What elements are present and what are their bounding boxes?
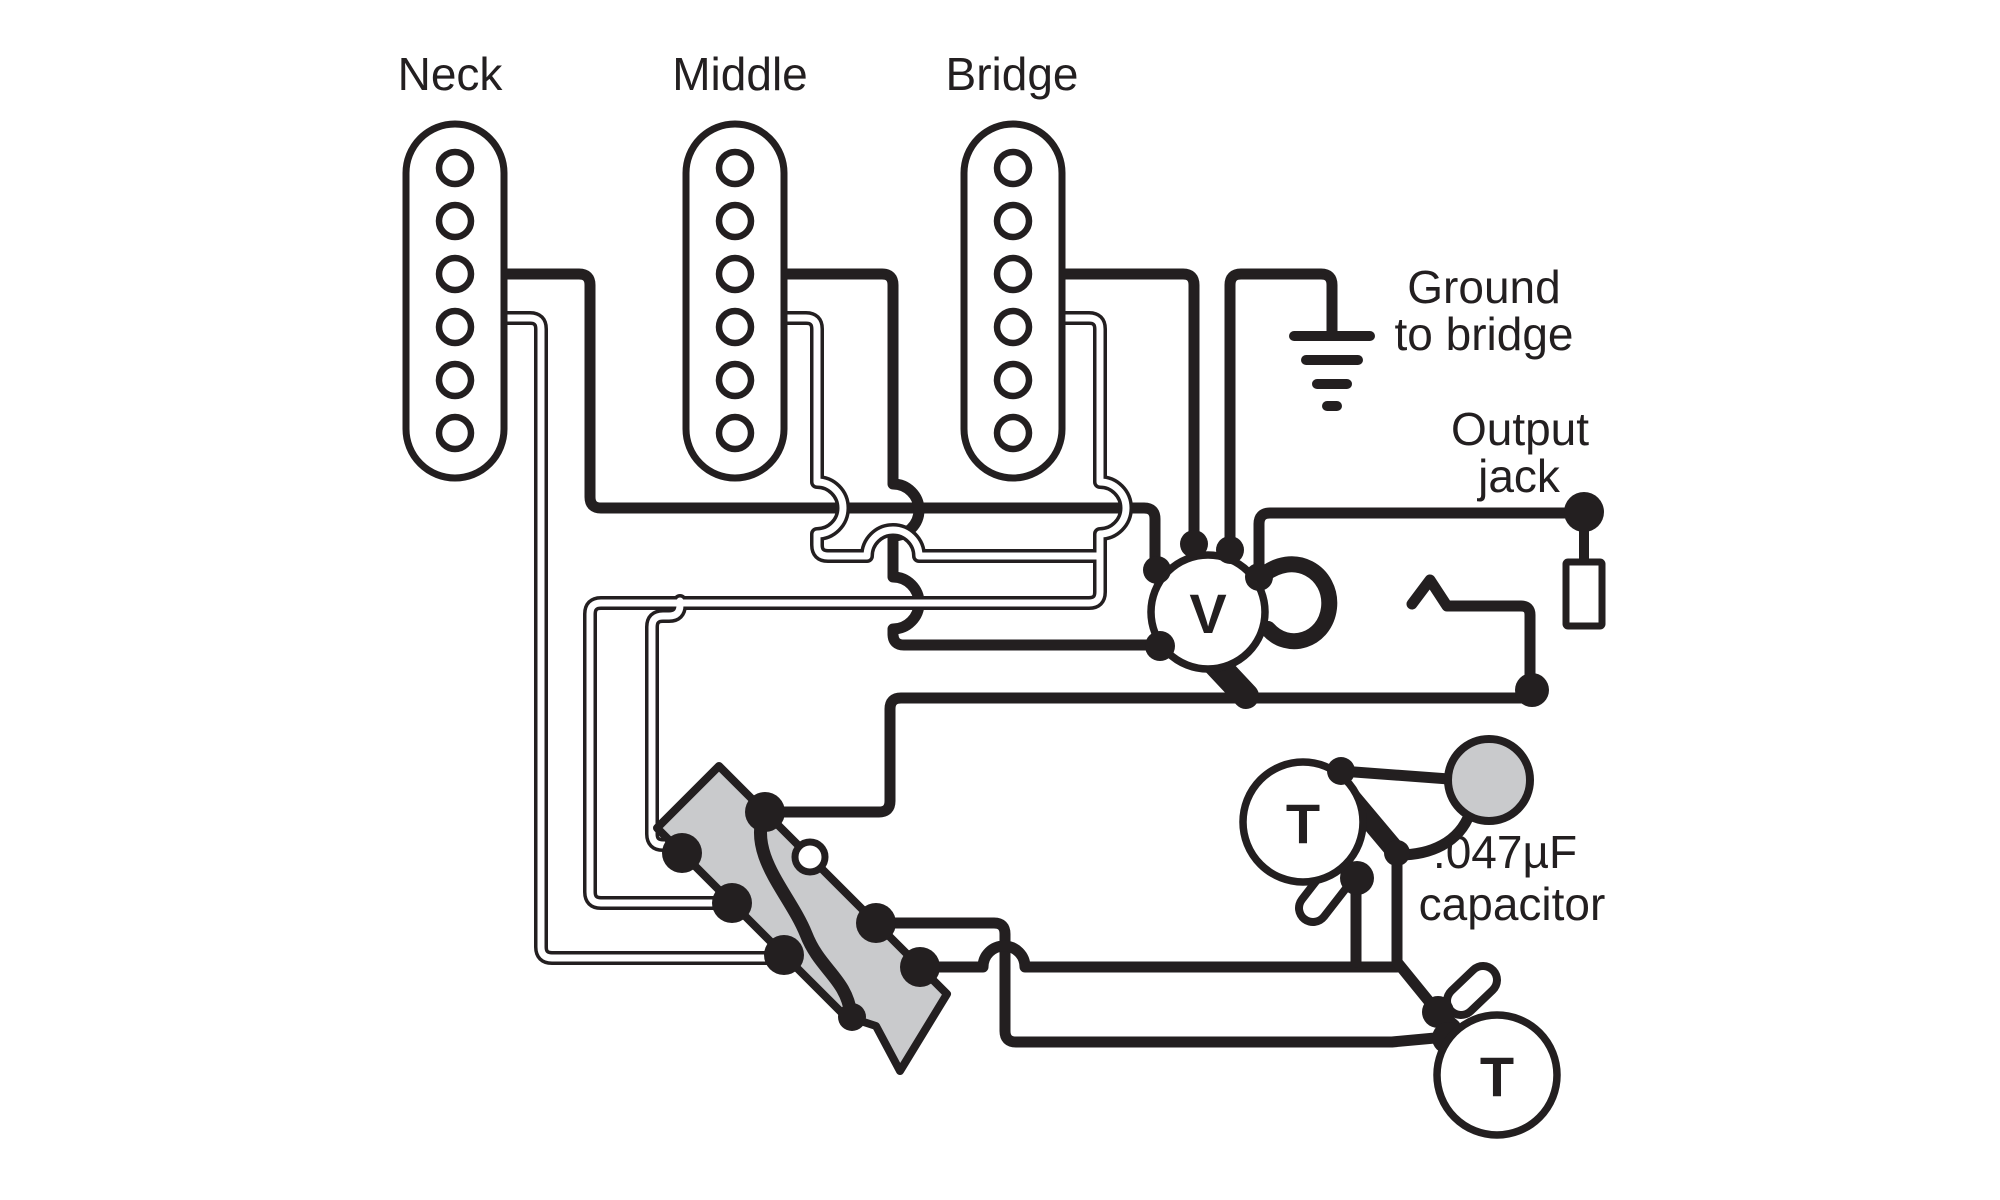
pole-piece: [715, 201, 755, 241]
selector-switch: [653, 762, 951, 1075]
ground-jog-wire-core: [648, 597, 686, 849]
labels: Neck Middle Bridge Ground to bridge Outp…: [398, 48, 1606, 930]
ground-label-line2: to bridge: [1394, 308, 1573, 360]
tone2-hook-core: [1451, 970, 1493, 1011]
volume-pot-body: [1147, 551, 1269, 673]
pickup-middle: [682, 120, 788, 482]
middle-ground-wire-core: [776, 314, 1104, 560]
middle-label: Middle: [672, 48, 808, 100]
output-jack-label-line2: jack: [1476, 450, 1561, 502]
switch-lug-top: [745, 792, 785, 832]
switch-pivot-dot: [791, 838, 829, 876]
volume-lug-middle: [1145, 631, 1175, 661]
pole-piece: [435, 148, 475, 188]
thick-wires: [494, 268, 1589, 1056]
neck-ground-wire-core: [496, 314, 791, 962]
ground-label-line1: Ground: [1407, 261, 1560, 313]
switch-to-tone2-wire: [870, 917, 1452, 1048]
switch-wiper-end-dot: [838, 1003, 866, 1031]
pole-piece: [435, 413, 475, 453]
tone1-junction-dot: [1384, 840, 1410, 866]
bridge-label: Bridge: [946, 48, 1079, 100]
switch-lug-2: [712, 883, 752, 923]
pole-piece: [715, 307, 755, 347]
volume-lug-ground: [1216, 536, 1244, 564]
pole-piece: [993, 148, 1033, 188]
tone1-cap-lug-dot: [1327, 757, 1355, 785]
capacitor-label-line1: .047µF: [1433, 826, 1577, 878]
pickup-middle-body: [682, 120, 788, 482]
pickup-bridge-body: [960, 120, 1066, 482]
pole-piece: [435, 360, 475, 400]
volume-lug-bridge: [1180, 530, 1208, 558]
pickup-bridge: [960, 120, 1066, 482]
switch-lug-1: [662, 833, 702, 873]
ground-symbol: [1289, 331, 1375, 411]
pole-piece: [715, 254, 755, 294]
volume-lug-curl: [1253, 556, 1338, 650]
switch-to-tone1-wire: [914, 940, 1403, 973]
bridge-hot-wire: [1052, 268, 1200, 546]
pickup-bridge-poles: [993, 148, 1033, 453]
pole-piece: [993, 307, 1033, 347]
pole-piece: [435, 307, 475, 347]
volume-lug-neck: [1143, 556, 1171, 584]
tone2-upper-lug-dot: [1422, 996, 1454, 1028]
tone1-hook-core: [1303, 871, 1344, 918]
pole-piece: [435, 201, 475, 241]
tone2-pot-body: [1433, 1011, 1561, 1139]
jack-sleeve-terminal-dot: [1515, 673, 1549, 707]
white-wires-core: [496, 314, 1130, 962]
pickup-neck-poles: [435, 148, 475, 453]
output-jack-label-line1: Output: [1451, 403, 1589, 455]
middle-hot-wire: [774, 268, 1164, 651]
pole-piece: [993, 360, 1033, 400]
bridge-ground-wire-core: [586, 314, 1130, 907]
ground-to-bridge-wire: [1224, 268, 1338, 554]
switch-to-casing-ground-wire: [759, 692, 1538, 818]
pole-piece: [715, 360, 755, 400]
tone1-pot-body: [1239, 758, 1367, 886]
jack-plug: [1562, 558, 1606, 630]
jack-hot-wire: [1253, 507, 1586, 581]
volume-pot: V: [1143, 530, 1338, 709]
capacitor-to-tone2-wire: [1391, 847, 1442, 1016]
switch-lug-b: [900, 947, 940, 987]
volume-pot-label: V: [1189, 582, 1226, 645]
neck-label: Neck: [398, 48, 504, 100]
output-jack: [1515, 492, 1606, 707]
pole-piece: [993, 201, 1033, 241]
tone2-pot-label: T: [1480, 1045, 1514, 1108]
pole-piece: [435, 254, 475, 294]
pole-piece: [715, 148, 755, 188]
pickup-middle-poles: [715, 148, 755, 453]
pickup-neck-body: [402, 120, 508, 482]
tone1-pot-label: T: [1286, 792, 1320, 855]
volume-lug-output: [1245, 563, 1273, 591]
jack-tip-terminal-dot: [1564, 492, 1604, 532]
pickup-neck: [402, 120, 508, 482]
tone1-bottom-lug-dot: [1340, 861, 1374, 895]
jack-tip-contact: [1406, 574, 1536, 688]
switch-lug-3: [764, 935, 804, 975]
tone1-to-capacitor-wire: [1335, 765, 1455, 785]
pole-piece: [715, 413, 755, 453]
pole-piece: [993, 413, 1033, 453]
switch-lug-a: [856, 903, 896, 943]
capacitor-body: [1444, 735, 1534, 825]
capacitor-label-line2: capacitor: [1419, 878, 1606, 930]
tone1-pot: T: [1239, 757, 1410, 926]
switch-wiper-slot: [753, 806, 858, 1021]
neck-hot-wire: [494, 268, 1161, 572]
tone2-pot: T: [1422, 962, 1561, 1139]
pole-piece: [993, 254, 1033, 294]
